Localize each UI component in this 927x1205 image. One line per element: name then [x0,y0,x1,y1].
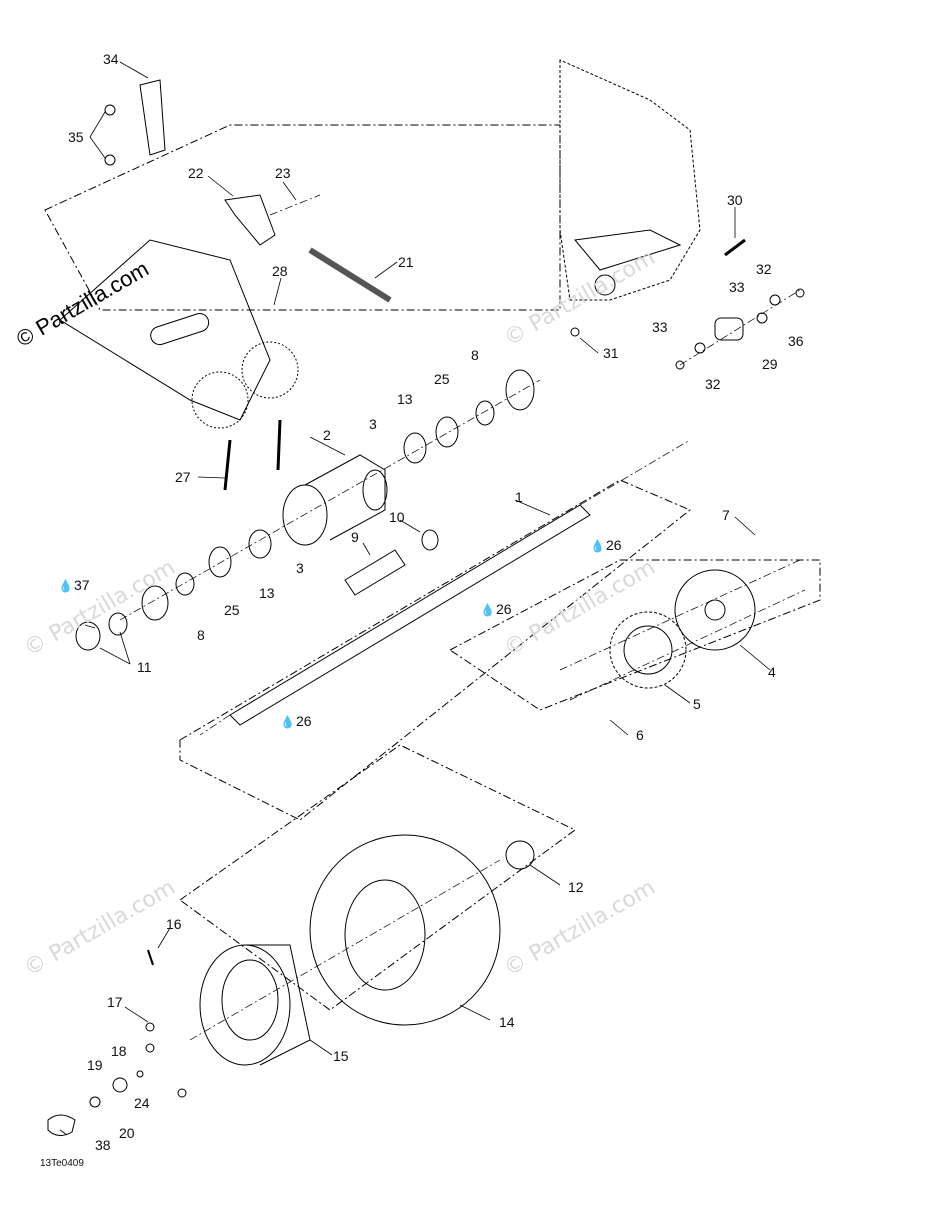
bushing-35a [104,104,116,116]
bracket-34 [139,79,166,156]
callout-14: 14 [499,1014,515,1030]
sprocket-5 [609,611,687,689]
callout-13: 13 [397,391,413,407]
callout-27: 27 [175,469,191,485]
callout-24: 24 [134,1095,150,1111]
callout-12: 12 [568,879,584,895]
callout-5: 5 [693,696,701,712]
callout-26: 💧26 [590,537,622,553]
callout-19: 19 [87,1057,103,1073]
callout-25: 25 [224,602,240,618]
bushing-35b [104,154,116,166]
callout-33: 33 [652,319,668,335]
bearing-housing-2 [282,484,328,546]
callout-33: 33 [729,279,745,295]
callout-3: 3 [369,416,377,432]
axle-boundary [179,479,691,821]
hub-4 [674,569,756,651]
callout-30: 30 [727,192,743,208]
callout-28: 28 [272,263,288,279]
hub-12 [505,840,535,870]
callout-34: 34 [103,51,119,67]
sprocket-boundary [449,559,821,711]
callout-26: 💧26 [480,601,512,617]
callout-9: 9 [351,529,359,545]
rim-15 [199,944,291,1066]
callout-16: 16 [166,916,182,932]
callout-35: 35 [68,129,84,145]
callout-4: 4 [768,664,776,680]
callout-1: 1 [515,489,523,505]
callout-2: 2 [323,427,331,443]
callout-32: 32 [756,261,772,277]
callout-7: 7 [722,507,730,523]
callout-15: 15 [333,1048,349,1064]
swing-arm-hub-left [191,371,249,429]
callout-8: 8 [471,347,479,363]
callout-10: 10 [389,509,405,525]
callout-21: 21 [398,254,414,270]
callout-37: 💧37 [58,577,90,593]
frame-outline [559,59,701,301]
callout-3: 3 [296,560,304,576]
callout-8: 8 [197,627,205,643]
callout-31: 31 [603,345,619,361]
callout-25: 25 [434,371,450,387]
callout-13: 13 [259,585,275,601]
callout-22: 22 [188,165,204,181]
clamp-22 [224,194,276,246]
bushing-29 [714,317,744,341]
callout-11: 11 [137,659,152,675]
axle-1 [229,504,591,726]
callout-23: 23 [275,165,291,181]
figure-code: 13Te0409 [40,1158,84,1169]
chain-21 [308,247,392,303]
wheel-boundary [179,744,576,1011]
cap-38 [47,1114,76,1136]
callout-32: 32 [705,376,721,392]
callout-38: 38 [95,1137,111,1153]
callout-17: 17 [107,994,123,1010]
callout-18: 18 [111,1043,127,1059]
spacer-9 [344,549,406,596]
callout-6: 6 [636,727,644,743]
callout-29: 29 [762,356,778,372]
swing-arm [59,239,271,421]
callout-36: 36 [788,333,804,349]
tire-14 [309,834,501,1026]
callout-26: 💧26 [280,713,312,729]
frame-pivot [594,274,616,296]
swing-arm-hub-right [241,341,299,399]
callout-20: 20 [119,1125,135,1141]
